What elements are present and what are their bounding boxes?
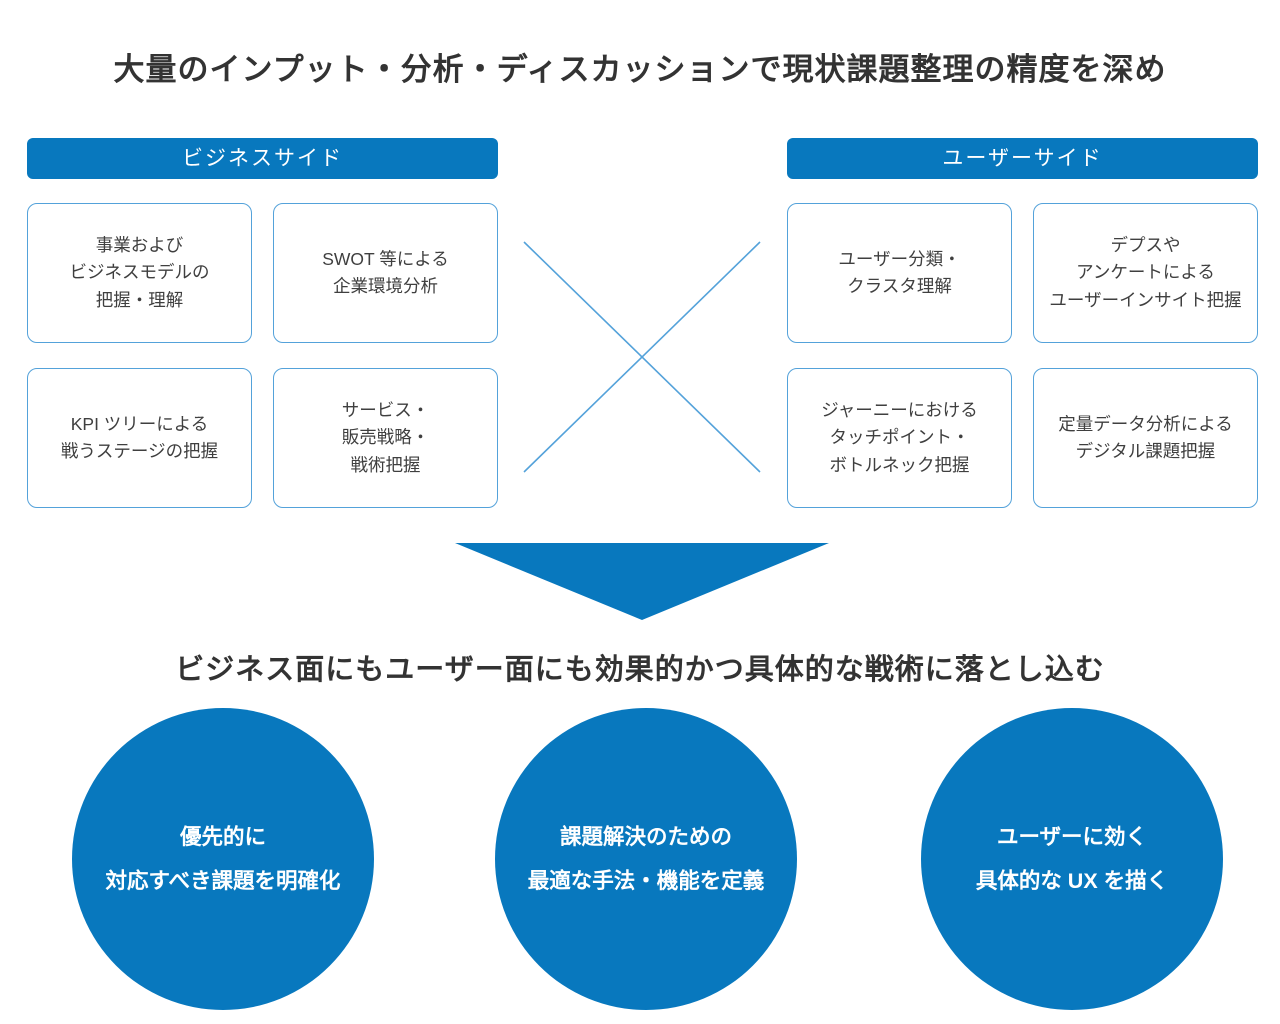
down-arrow-shape [455,543,829,620]
user-side-header: ユーザーサイド [787,138,1258,179]
user-box-1: ユーザー分類・ クラスタ理解 [787,203,1012,343]
business-box-4: サービス・ 販売戦略・ 戦術把握 [273,368,498,508]
business-box-3: KPI ツリーによる 戦うステージの把握 [27,368,252,508]
user-side-box-grid: ユーザー分類・ クラスタ理解 デプスや アンケートによる ユーザーインサイト把握… [787,203,1258,508]
user-box-2: デプスや アンケートによる ユーザーインサイト把握 [1033,203,1258,343]
outcome-circle-1: 優先的に 対応すべき課題を明確化 [72,708,374,1010]
business-side-header: ビジネスサイド [27,138,498,179]
outcome-circle-2: 課題解決のための 最適な手法・機能を定義 [495,708,797,1010]
outcome-circle-3: ユーザーに効く 具体的な UX を描く [921,708,1223,1010]
user-box-3: ジャーニーにおける タッチポイント・ ボトルネック把握 [787,368,1012,508]
business-side-section: ビジネスサイド 事業および ビジネスモデルの 把握・理解 SWOT 等による 企… [27,138,498,508]
user-side-section: ユーザーサイド ユーザー分類・ クラスタ理解 デプスや アンケートによる ユーザ… [787,138,1258,508]
business-side-box-grid: 事業および ビジネスモデルの 把握・理解 SWOT 等による 企業環境分析 KP… [27,203,498,508]
tactics-subtitle: ビジネス面にもユーザー面にも効果的かつ具体的な戦術に落とし込む [175,654,1105,686]
diagram-title: 大量のインプット・分析・ディスカッションで現状課題整理の精度を深め [113,52,1167,87]
user-box-4: 定量データ分析による デジタル課題把握 [1033,368,1258,508]
business-box-2: SWOT 等による 企業環境分析 [273,203,498,343]
business-box-1: 事業および ビジネスモデルの 把握・理解 [27,203,252,343]
crossover-x-shape [523,241,761,473]
